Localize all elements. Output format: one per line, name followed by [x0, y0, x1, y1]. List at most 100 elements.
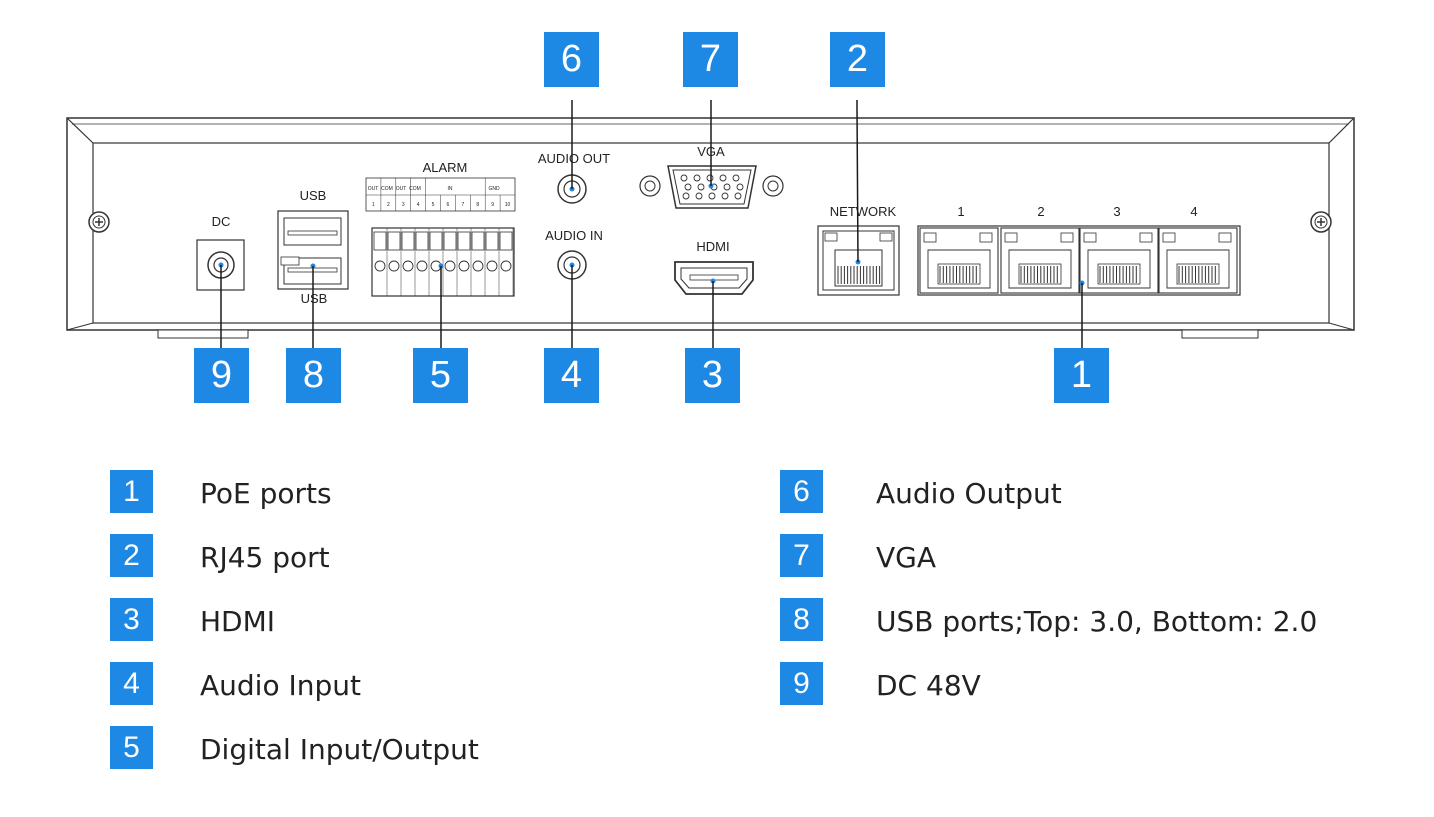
legend-text-3: HDMI: [200, 605, 276, 638]
poe-number-2: 2: [1037, 204, 1044, 219]
legend-num-8: 8: [780, 598, 823, 641]
alarm-terminal-screw: [387, 231, 401, 251]
dc-label: DC: [212, 214, 231, 229]
legend-text-7: VGA: [876, 541, 937, 574]
callout-5: 5: [413, 348, 468, 403]
legend-num-5: 5: [110, 726, 153, 769]
alarm-pin-number: 1: [372, 202, 375, 208]
svg-text:OUT: OUT: [396, 186, 407, 192]
alarm-terminal-screw: [499, 231, 513, 251]
vga-pin: [732, 174, 740, 182]
vga-pin: [734, 192, 742, 200]
vga-pin: [680, 174, 688, 182]
poe-port-1: [919, 227, 999, 294]
legend-text-2: RJ45 port: [200, 541, 330, 574]
alarm-pin-number: 4: [417, 202, 420, 208]
legend-text-4: Audio Input: [200, 669, 361, 702]
network-label: NETWORK: [830, 204, 897, 219]
poe-number-3: 3: [1113, 204, 1120, 219]
legend-num-7: 7: [780, 534, 823, 577]
alarm-terminal-hole: [388, 260, 400, 272]
alarm-terminal-hole: [458, 260, 470, 272]
alarm-terminal-screw: [471, 231, 485, 251]
legend-text-5: Digital Input/Output: [200, 733, 479, 766]
vga-pin: [684, 183, 692, 191]
poe-number-1: 1: [957, 204, 964, 219]
vga-pin: [708, 192, 716, 200]
alarm-label: ALARM: [423, 160, 468, 175]
svg-text:GND: GND: [488, 186, 500, 192]
legend-text-8: USB ports;Top: 3.0, Bottom: 2.0: [876, 605, 1318, 638]
vga-pin: [736, 183, 744, 191]
legend-text-1: PoE ports: [200, 477, 332, 510]
vga-pin: [719, 174, 727, 182]
callout-3: 3: [685, 348, 740, 403]
callout-7: 7: [683, 32, 738, 87]
vga-port: [639, 165, 784, 209]
legend-num-9: 9: [780, 662, 823, 705]
screw-right-icon: [1310, 211, 1332, 233]
alarm-terminal-hole: [444, 260, 456, 272]
alarm-pin-number: 5: [432, 202, 435, 208]
alarm-terminal-screw: [415, 231, 429, 251]
callout-6: 6: [544, 32, 599, 87]
leader-lines: [220, 100, 1083, 348]
audio-in-label: AUDIO IN: [545, 228, 603, 243]
alarm-terminal-screw: [373, 231, 387, 251]
alarm-pin-number: 2: [387, 202, 390, 208]
screw-left-icon: [88, 211, 110, 233]
vga-pin: [697, 183, 705, 191]
vga-pin: [723, 183, 731, 191]
usb-bottom-label: USB: [301, 291, 328, 306]
legend-num-2: 2: [110, 534, 153, 577]
vga-pin: [682, 192, 690, 200]
alarm-terminal-hole: [374, 260, 386, 272]
callout-1: 1: [1054, 348, 1109, 403]
svg-text:COM: COM: [409, 186, 421, 192]
callout-4: 4: [544, 348, 599, 403]
legend-text-6: Audio Output: [876, 477, 1062, 510]
legend-num-1: 1: [110, 470, 153, 513]
callout-9: 9: [194, 348, 249, 403]
legend-num-3: 3: [110, 598, 153, 641]
svg-text:IN: IN: [448, 186, 453, 192]
alarm-pin-number: 10: [505, 202, 511, 208]
alarm-pin-number: 7: [461, 202, 464, 208]
alarm-terminal-hole: [472, 260, 484, 272]
vga-pin: [693, 174, 701, 182]
alarm-pin-number: 8: [476, 202, 479, 208]
foot-right: [1181, 329, 1259, 339]
svg-text:COM: COM: [381, 186, 393, 192]
alarm-pin-number: 9: [491, 202, 494, 208]
alarm-terminal-hole: [416, 260, 428, 272]
vga-pin: [706, 174, 714, 182]
alarm-terminal-screw: [485, 231, 499, 251]
legend-text-9: DC 48V: [876, 669, 981, 702]
alarm-terminal-hole: [500, 260, 512, 272]
alarm-terminal-screw: [457, 231, 471, 251]
alarm-terminal-hole: [486, 260, 498, 272]
svg-text:OUT: OUT: [368, 186, 379, 192]
hdmi-label: HDMI: [696, 239, 729, 254]
poe-port-4: [1158, 227, 1238, 294]
callout-2: 2: [830, 32, 885, 87]
poe-port-3: [1079, 227, 1159, 294]
poe-port-2: [1000, 227, 1080, 294]
legend-num-4: 4: [110, 662, 153, 705]
poe-number-4: 4: [1190, 204, 1197, 219]
vga-pin: [721, 192, 729, 200]
alarm-pin-number: 6: [447, 202, 450, 208]
foot-left: [157, 329, 249, 339]
alarm-terminal-screw: [443, 231, 457, 251]
alarm-terminal-hole: [402, 260, 414, 272]
usb-top-label: USB: [300, 188, 327, 203]
alarm-terminal-screw: [429, 231, 443, 251]
vga-pin: [695, 192, 703, 200]
alarm-terminal-screw: [401, 231, 415, 251]
alarm-pin-number: 3: [402, 202, 405, 208]
legend-num-6: 6: [780, 470, 823, 513]
callout-8: 8: [286, 348, 341, 403]
audio-out-label: AUDIO OUT: [538, 151, 610, 166]
